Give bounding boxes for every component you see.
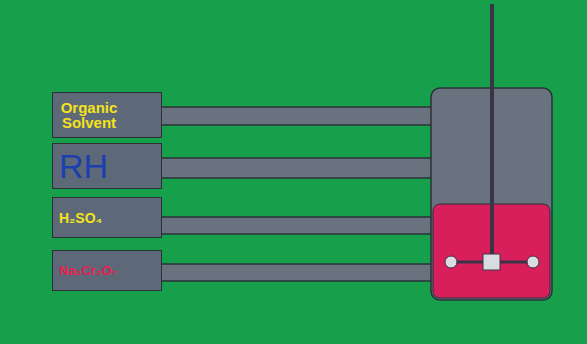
feed-label: Organic Solvent [59, 100, 119, 130]
feed-pipe [160, 217, 434, 234]
impeller-hub [483, 254, 500, 270]
impeller-blade [445, 256, 457, 268]
feed-pipe [160, 158, 434, 178]
feed-label: Na₂Cr₂O₇ [59, 264, 117, 277]
feed-box: Organic Solvent [52, 92, 162, 138]
feed-box: Na₂Cr₂O₇ [52, 250, 162, 291]
feed-pipe [160, 264, 434, 281]
feed-label: RH [59, 149, 108, 183]
stirrer-shaft [490, 4, 494, 262]
feed-box: RH [52, 143, 162, 189]
feed-label: H₂SO₄ [59, 211, 102, 225]
impeller-blade [527, 256, 539, 268]
feed-box: H₂SO₄ [52, 197, 162, 238]
feed-pipe [160, 107, 434, 125]
